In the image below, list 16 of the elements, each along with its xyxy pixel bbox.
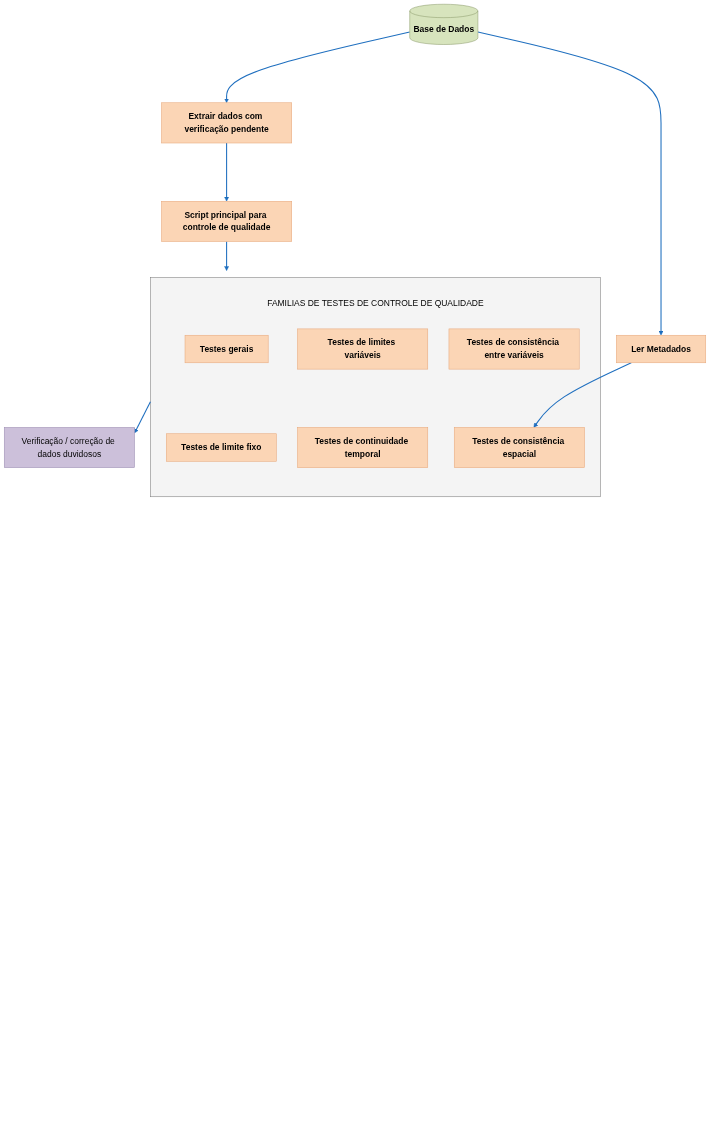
arrow [477, 31, 664, 336]
node-box: Script principal para controle de qualidade [161, 201, 292, 242]
node-box: Verificação / correção de dados duvidosos [4, 427, 135, 468]
node-box: Testes de continuidade temporal [297, 427, 429, 468]
node-box: Testes de limites variáveis [297, 328, 429, 370]
arrow [224, 31, 411, 103]
node-box: Testes de consistência entre variáveis [448, 328, 580, 370]
arrow [533, 362, 632, 428]
node-box: Testes de consistência espacial [454, 427, 585, 468]
node-box: Ler Metadados [616, 334, 706, 364]
arrow [224, 142, 229, 202]
node-box: Testes de limite fixo [166, 433, 277, 462]
node-box: Extrair dados com verificação pendente [161, 102, 292, 144]
arrow [224, 241, 229, 271]
arrow [134, 401, 151, 434]
node-box: Testes gerais [184, 334, 269, 364]
